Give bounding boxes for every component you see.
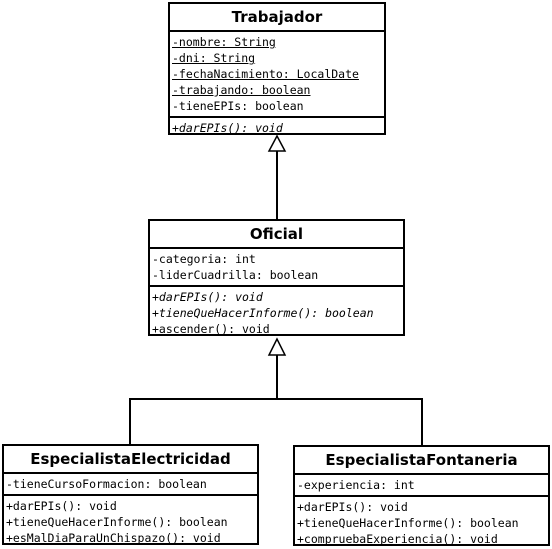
class-name: Trabajador <box>170 4 384 32</box>
attributes-section: -nombre: String -dni: String -fechaNacim… <box>170 32 384 118</box>
class-especialista-fontaneria[interactable]: EspecialistaFontaneria -experiencia: int… <box>293 445 550 546</box>
class-name: Oficial <box>150 221 403 249</box>
edge-fontaneria-to-oficial <box>277 398 423 445</box>
class-especialista-electricidad[interactable]: EspecialistaElectricidad -tieneCursoForm… <box>2 444 259 545</box>
method: +darEPIs(): void <box>297 500 408 514</box>
inheritance-arrow-oficial <box>267 337 287 356</box>
class-name: EspecialistaFontaneria <box>295 447 548 475</box>
method: +darEPIs(): void <box>152 290 263 304</box>
method: +darEPIs(): void <box>172 121 283 135</box>
methods-section: +darEPIs(): void +tieneQueHacerInforme()… <box>150 287 403 339</box>
method: +tieneQueHacerInforme(): boolean <box>6 515 228 529</box>
attribute: -tieneEPIs: boolean <box>172 99 304 113</box>
attributes-section: -experiencia: int <box>295 475 548 497</box>
method: +tieneQueHacerInforme(): boolean <box>152 306 374 320</box>
class-oficial[interactable]: Oficial -categoria: int -liderCuadrilla:… <box>148 219 405 336</box>
attribute: -categoria: int <box>152 252 256 266</box>
attribute: -experiencia: int <box>297 478 415 492</box>
attribute: -nombre: String <box>172 35 276 49</box>
method: +tieneQueHacerInforme(): boolean <box>297 516 519 530</box>
method: +ascender(): void <box>152 322 270 336</box>
methods-section: +darEPIs(): void +tieneQueHacerInforme()… <box>295 497 548 549</box>
attribute: -trabajando: boolean <box>172 83 311 97</box>
attribute: -liderCuadrilla: boolean <box>152 268 319 282</box>
methods-section: +darEPIs(): void +tieneQueHacerInforme()… <box>4 496 257 548</box>
class-name: EspecialistaElectricidad <box>4 446 257 474</box>
inheritance-arrow-trabajador <box>267 134 287 152</box>
methods-section: +darEPIs(): void <box>170 118 384 138</box>
class-trabajador[interactable]: Trabajador -nombre: String -dni: String … <box>168 2 386 135</box>
method: +compruebaExperiencia(): void <box>297 532 498 546</box>
attribute: -tieneCursoFormacion: boolean <box>6 477 207 491</box>
attribute: -dni: String <box>172 51 256 65</box>
edge-electricidad-to-oficial <box>129 398 277 444</box>
method: +darEPIs(): void <box>6 499 117 513</box>
attributes-section: -tieneCursoFormacion: boolean <box>4 474 257 496</box>
attribute: -fechaNacimiento: LocalDate <box>172 67 359 81</box>
attributes-section: -categoria: int -liderCuadrilla: boolean <box>150 249 403 287</box>
method: +esMalDiaParaUnChispazo(): void <box>6 531 221 545</box>
